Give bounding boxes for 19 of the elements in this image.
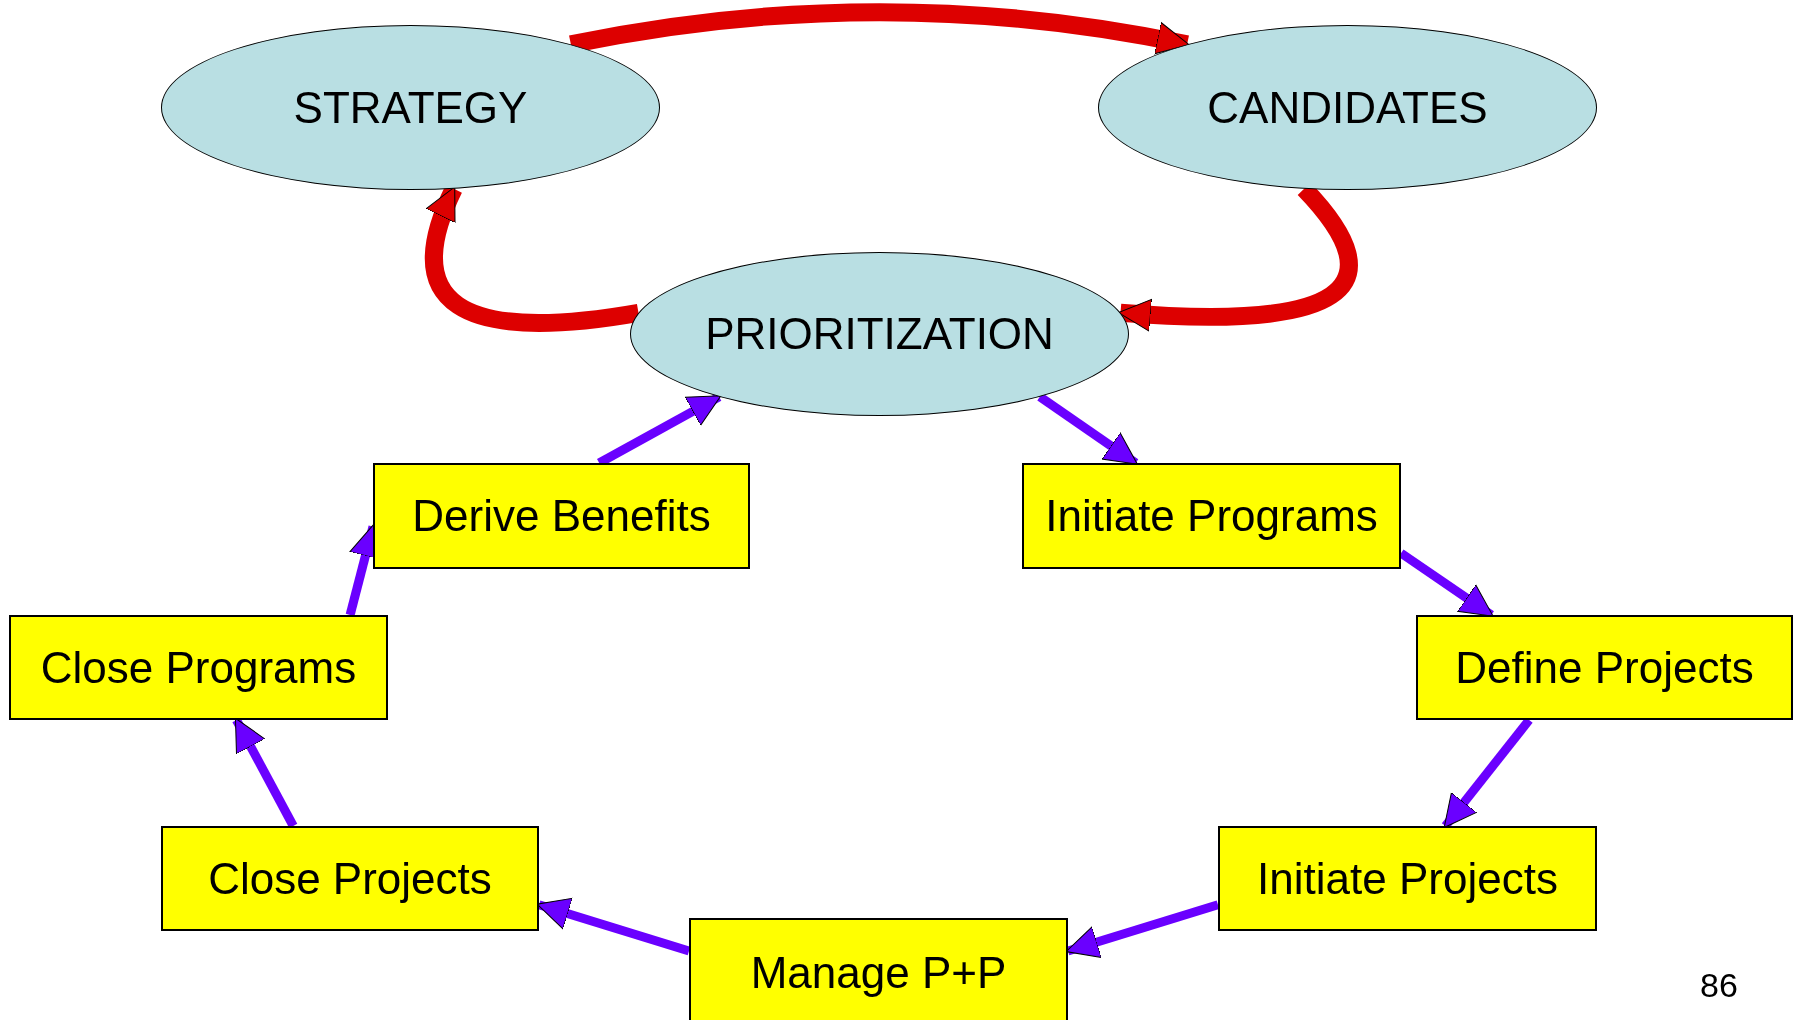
node-label: CANDIDATES	[1207, 81, 1488, 134]
node-label: Close Projects	[208, 852, 492, 905]
node-label: Define Projects	[1455, 641, 1754, 694]
node-label: Close Programs	[40, 641, 357, 694]
arrow	[569, 3, 1190, 55]
node-label: Initiate Programs	[1045, 490, 1378, 542]
node-label: Initiate Projects	[1257, 852, 1558, 905]
page-number: 86	[1700, 965, 1738, 1006]
process-box	[1416, 615, 1793, 720]
process-box	[1022, 463, 1401, 569]
process-box	[161, 826, 539, 931]
node-label: STRATEGY	[293, 81, 528, 134]
node-label: Manage P+P	[750, 947, 1007, 999]
process-box	[689, 918, 1068, 1020]
node-label: PRIORITIZATION	[705, 308, 1054, 360]
node-label: Derive Benefits	[412, 490, 711, 542]
process-box	[9, 615, 388, 720]
process-box	[1218, 826, 1597, 931]
process-box	[373, 463, 750, 569]
